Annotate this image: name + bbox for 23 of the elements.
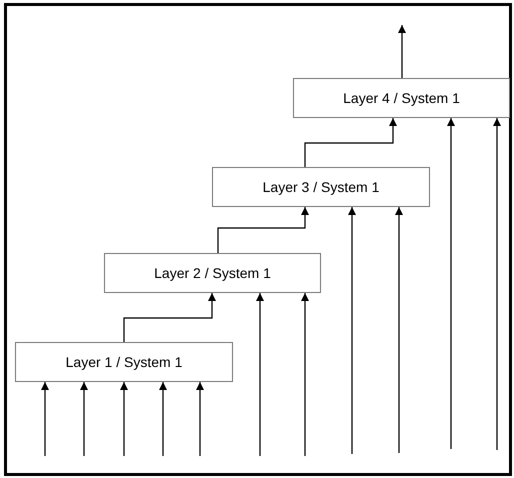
- arrow: [41, 382, 49, 456]
- layer-label: Layer 2 / System 1: [154, 264, 271, 283]
- layer-box: [293, 78, 510, 118]
- arrow: [395, 207, 403, 453]
- arrow: [159, 382, 167, 456]
- arrow: [80, 382, 88, 456]
- layer-box: [15, 342, 233, 382]
- arrow: [348, 207, 356, 454]
- arrow: [301, 293, 309, 456]
- layer-box: [104, 253, 321, 293]
- layer-label: Layer 3 / System 1: [262, 178, 380, 197]
- arrow: [304, 118, 397, 167]
- arrow: [493, 118, 501, 450]
- layer-label: Layer 4 / System 1: [343, 88, 460, 108]
- arrow: [123, 293, 216, 342]
- arrow: [398, 25, 406, 78]
- arrow: [120, 382, 128, 456]
- arrow: [447, 118, 455, 449]
- arrow: [196, 382, 204, 456]
- arrow: [217, 207, 309, 253]
- layer-box: [212, 167, 430, 207]
- arrow: [256, 293, 264, 456]
- layer-label: Layer 1 / System 1: [66, 352, 182, 372]
